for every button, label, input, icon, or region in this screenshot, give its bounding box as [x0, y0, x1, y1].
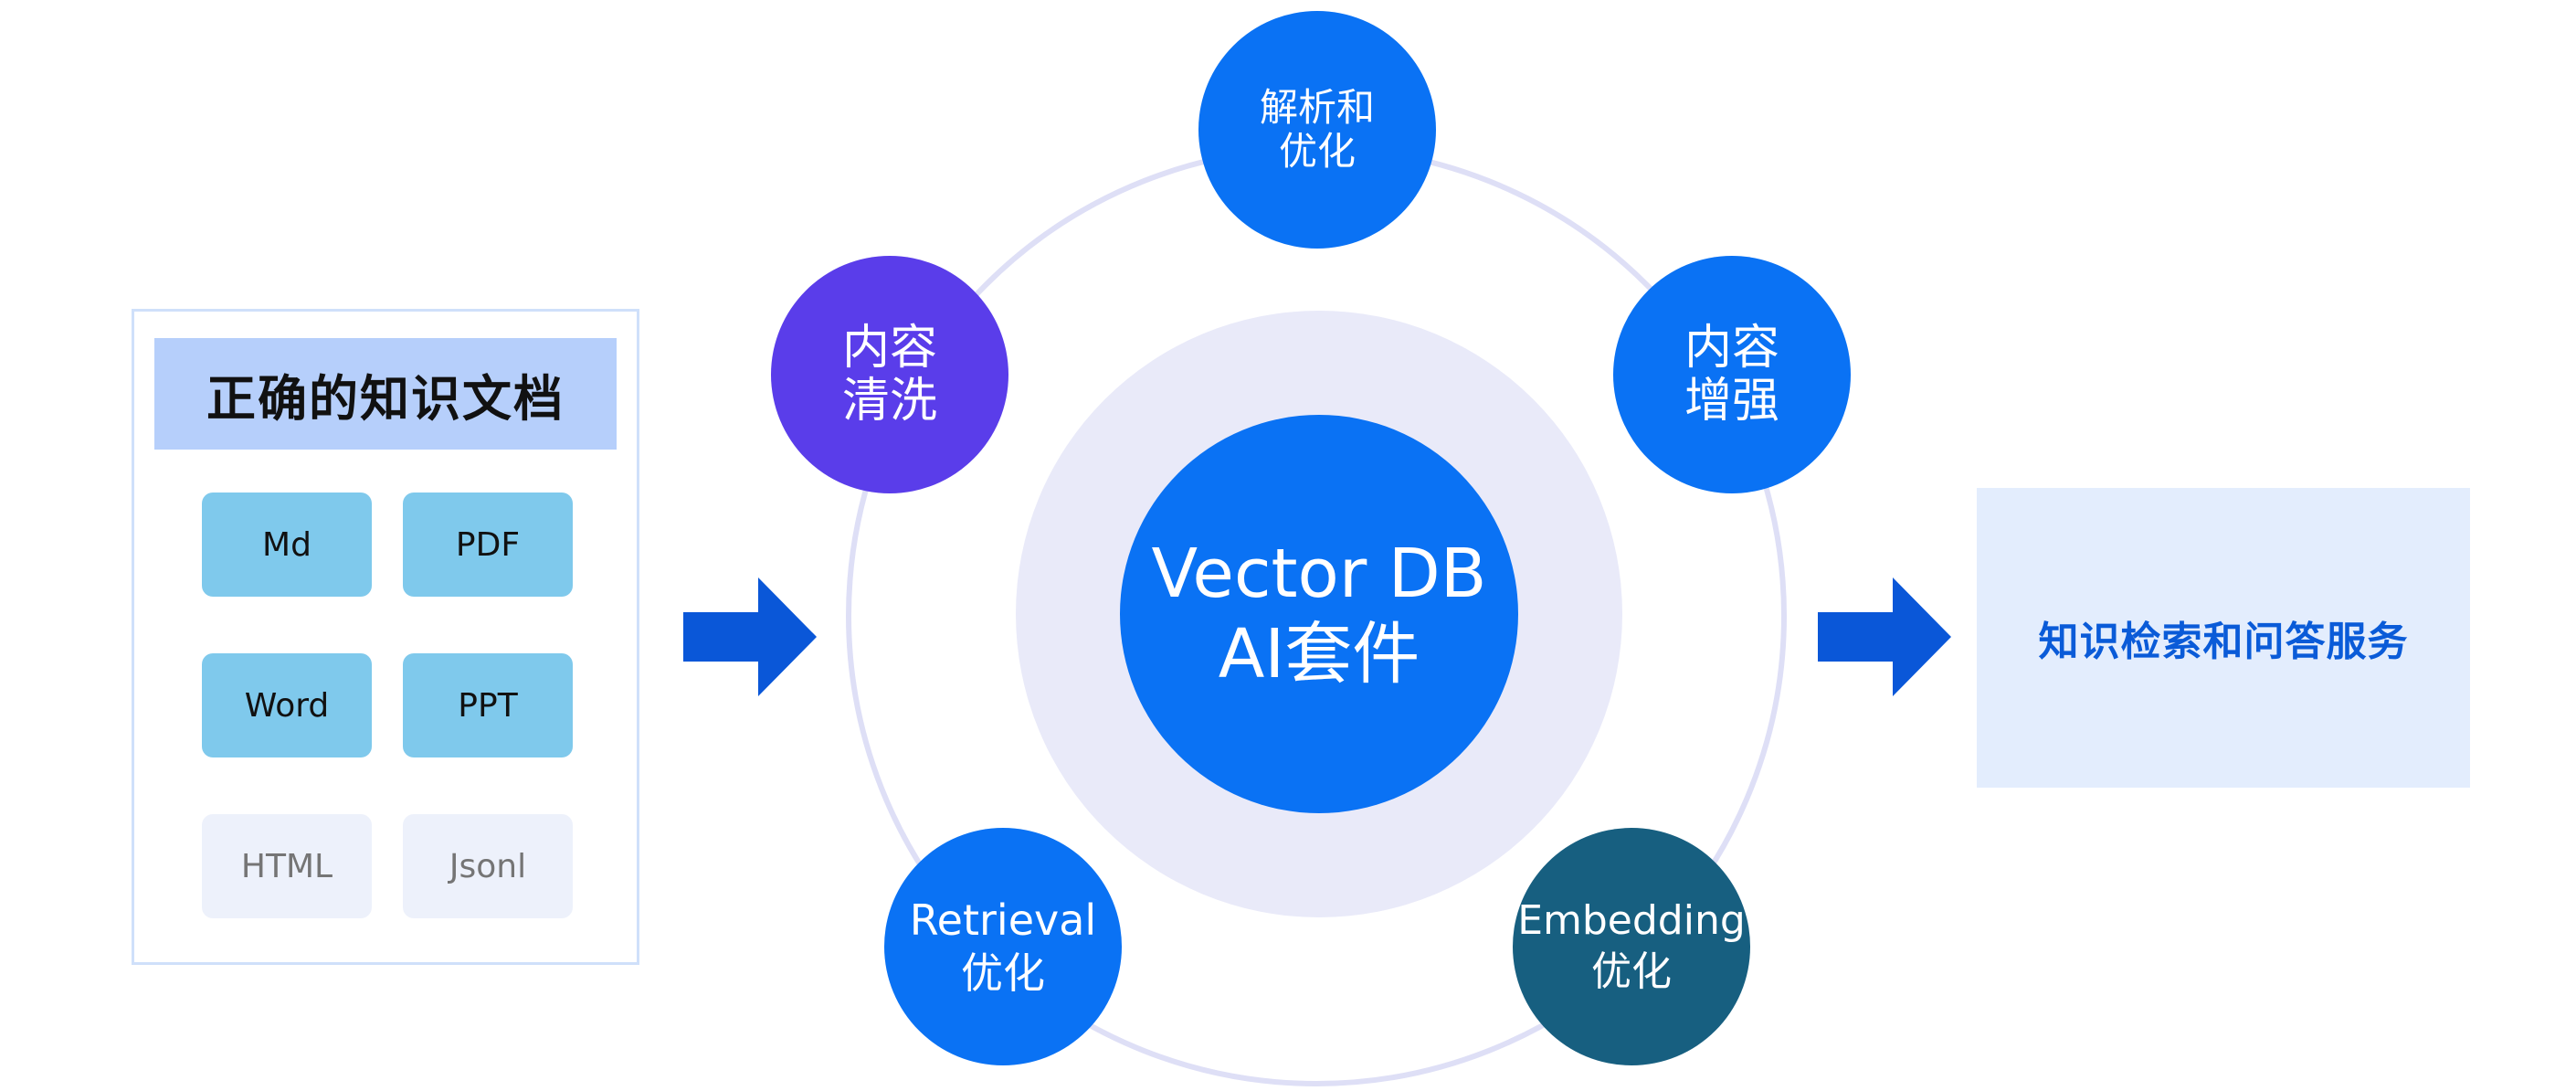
node-content-enhance: 内容 增强: [1613, 256, 1851, 493]
format-chip-pdf: PDF: [403, 493, 573, 597]
service-label: 知识检索和问答服务: [2038, 619, 2409, 665]
node-embedding-line2: 优化: [1591, 948, 1672, 995]
node-retrieval-optimize: Retrieval 优化: [884, 828, 1122, 1065]
node-enhance-line2: 增强: [1684, 374, 1779, 429]
node-parse-optimize: 解析和 优化: [1198, 11, 1436, 249]
node-retrieval-line2: 优化: [961, 948, 1045, 998]
node-enhance-line1: 内容: [1684, 321, 1779, 376]
node-content-cleaning: 内容 清洗: [771, 256, 1008, 493]
format-chip-ppt: PPT: [403, 653, 573, 757]
vector-db-core: Vector DB AI套件: [1120, 415, 1518, 813]
output-arrow-icon: [1818, 577, 1951, 696]
node-embedding-optimize: Embedding 优化: [1513, 828, 1750, 1065]
node-retrieval-line1: Retrieval: [909, 895, 1097, 945]
node-clean-line2: 清洗: [841, 374, 937, 429]
node-parse-line1: 解析和: [1259, 85, 1375, 130]
input-arrow-icon: [683, 577, 817, 696]
core-subtitle: AI套件: [1218, 615, 1420, 694]
knowledge-service-box: 知识检索和问答服务: [1977, 488, 2470, 788]
format-chip-word: Word: [202, 653, 372, 757]
node-clean-line1: 内容: [841, 321, 937, 376]
format-chip-jsonl: Jsonl: [403, 814, 573, 918]
document-panel: 正确的知识文档 Md PDF Word PPT HTML Jsonl: [132, 309, 639, 965]
node-parse-line2: 优化: [1278, 129, 1356, 174]
document-panel-title: 正确的知识文档: [154, 338, 617, 450]
format-chip-html: HTML: [202, 814, 372, 918]
node-embedding-line1: Embedding: [1517, 897, 1746, 944]
format-chip-md: Md: [202, 493, 372, 597]
core-title: Vector DB: [1151, 535, 1487, 613]
